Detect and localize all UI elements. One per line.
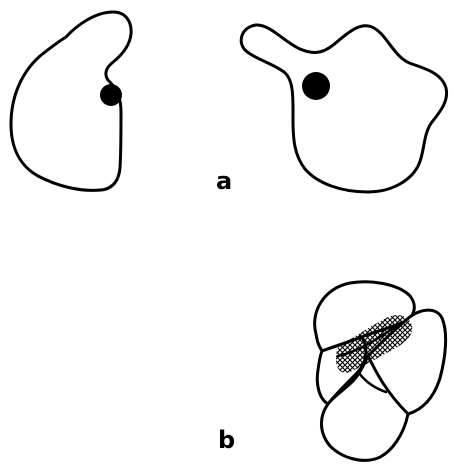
right-cell-dot xyxy=(302,72,330,100)
panel-label-b: b xyxy=(218,426,235,454)
panel-b-four-cell-cluster xyxy=(315,282,446,461)
left-cell-dot xyxy=(100,84,122,106)
right-cell-outline xyxy=(241,25,446,192)
panel-label-a: a xyxy=(216,167,232,195)
panel-a-left-cell xyxy=(11,12,131,190)
panel-a-right-cell xyxy=(241,25,446,192)
